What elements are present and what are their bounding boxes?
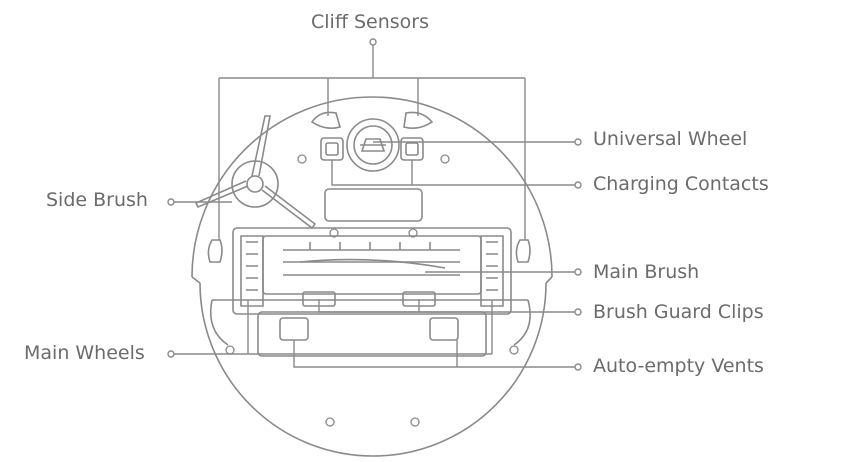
label-cliff-sensors: Cliff Sensors <box>311 11 429 33</box>
leader-brush-guard-clips <box>318 299 582 316</box>
main-brush-assembly <box>232 227 512 315</box>
label-main-brush: Main Brush <box>593 261 700 283</box>
leader-cliff-sensors <box>218 38 526 240</box>
robot-body <box>191 96 553 457</box>
label-charging-contacts: Charging Contacts <box>593 173 769 195</box>
leader-side-brush <box>167 198 232 206</box>
label-auto-empty-vents: Auto-empty Vents <box>593 355 764 377</box>
leader-auto-empty-vents <box>293 340 582 371</box>
universal-wheel <box>346 118 400 172</box>
leader-charging-contacts <box>331 160 582 189</box>
label-main-wheels: Main Wheels <box>24 342 145 364</box>
leader-universal-wheel <box>373 138 582 146</box>
screw-holes <box>225 154 519 427</box>
cliff-sensors <box>207 111 531 263</box>
auto-empty-vents <box>257 311 487 357</box>
label-side-brush: Side Brush <box>46 189 148 211</box>
battery-cover <box>324 188 423 222</box>
leader-main-brush <box>425 268 582 276</box>
label-brush-guard-clips: Brush Guard Clips <box>593 301 764 323</box>
side-brush <box>194 115 317 230</box>
leader-main-wheels <box>167 300 493 358</box>
label-universal-wheel: Universal Wheel <box>593 128 748 150</box>
